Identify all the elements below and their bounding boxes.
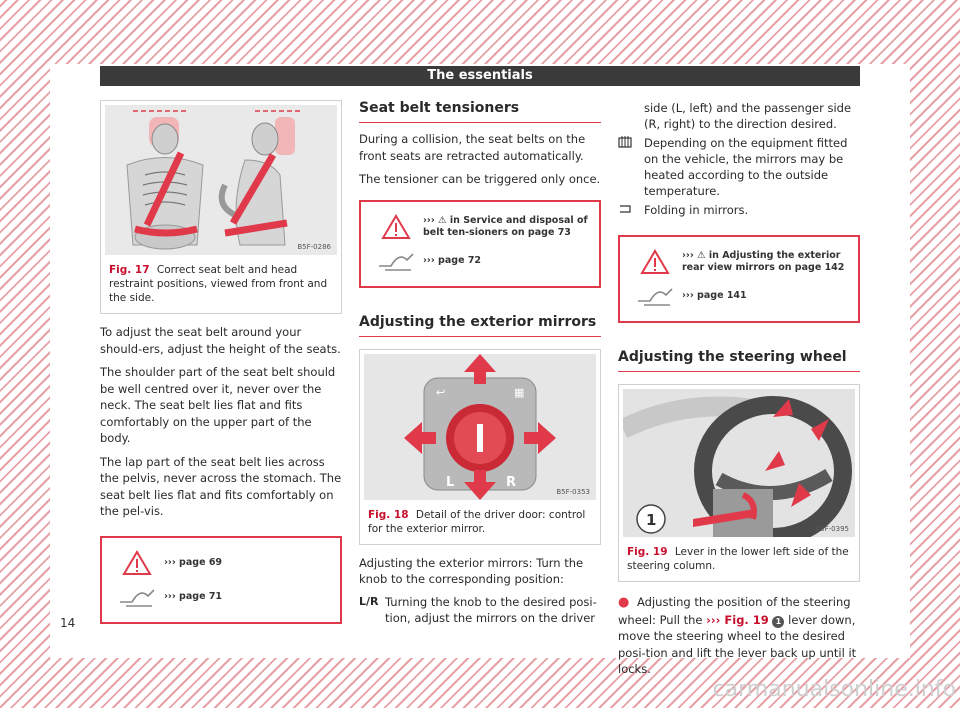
definition-list: L/R Turning the knob to the desired posi… <box>359 594 601 626</box>
steering-wheel-diagram: 1 <box>623 389 855 537</box>
definition-row: Folding in mirrors. <box>618 202 860 221</box>
figure-caption-text: Lever in the lower left side of the stee… <box>627 546 849 572</box>
figure-caption-text: Detail of the driver door: control for t… <box>368 508 586 535</box>
reference-box: ››› ⚠ in Adjusting the exterior rear vie… <box>618 235 860 323</box>
figure-number: Fig. 18 <box>368 508 409 521</box>
figure-caption: Fig. 17 Correct seat belt and head restr… <box>101 259 341 313</box>
column-middle: Seat belt tensioners During a collision,… <box>359 100 601 629</box>
column-left: B5F-0286 Fig. 17 Correct seat belt and h… <box>100 100 342 624</box>
reference-link[interactable]: ››› ⚠ in Adjusting the exterior rear vie… <box>682 250 845 273</box>
figure-number: Fig. 19 <box>627 546 668 558</box>
definition-row: L/R Turning the knob to the desired posi… <box>359 594 601 626</box>
svg-text:▦: ▦ <box>514 386 524 399</box>
definition-value: Depending on the equipment fitted on the… <box>644 136 848 198</box>
environment-icon <box>628 285 682 307</box>
figure-code: B5F-0353 <box>556 487 590 496</box>
paragraph: The lap part of the seat belt lies acros… <box>100 454 342 519</box>
bullet-icon: ● <box>618 595 630 610</box>
definition-list: side (L, left) and the passenger side (R… <box>618 100 860 221</box>
figure-19: 1 B5F-0395 Fig. 19 Lever in the lower le… <box>618 384 860 582</box>
figure-17: B5F-0286 Fig. 17 Correct seat belt and h… <box>100 100 342 314</box>
knob-label-right: R <box>506 475 516 490</box>
warning-icon <box>110 549 164 576</box>
fold-mirror-icon <box>618 202 644 221</box>
step-text: Adjusting the position of the steering w… <box>618 595 851 627</box>
watermark: carmanualsonline.info <box>712 677 956 702</box>
mirror-control-diagram: ↩ ▦ L R <box>364 353 596 500</box>
seatbelt-diagram <box>105 105 337 255</box>
section-header: The essentials <box>100 66 860 86</box>
definition-row: Depending on the equipment fitted on the… <box>618 135 860 199</box>
reference-box: ››› ⚠ in Service and disposal of belt te… <box>359 199 601 288</box>
figure-caption-text: Correct seat belt and head restraint pos… <box>109 264 328 304</box>
paragraph: During a collision, the seat belts on th… <box>359 132 586 163</box>
definition-value: Folding in mirrors. <box>644 203 749 217</box>
seatbelt-illustration: B5F-0286 <box>105 105 337 255</box>
paragraph: Adjusting the exterior mirrors: Turn the… <box>359 555 584 587</box>
column-right: side (L, left) and the passenger side (R… <box>618 100 860 678</box>
step-text: lever down, move the steering wheel to t… <box>618 612 857 677</box>
reference-link[interactable]: ››› page 71 <box>164 590 223 602</box>
section-title: Seat belt tensioners <box>359 100 601 123</box>
environment-icon <box>110 586 164 608</box>
figure-number: Fig. 17 <box>109 264 150 276</box>
paragraph: The shoulder part of the seat belt shoul… <box>100 365 336 445</box>
knob-label-left: L <box>446 475 454 490</box>
figure-18: ↩ ▦ L R B5F-0353 Fig. 18 Detail of the d… <box>359 348 601 545</box>
mirror-knob-illustration: ↩ ▦ L R B5F-0353 <box>364 353 596 500</box>
definition-value: side (L, left) and the passenger side (R… <box>644 101 852 131</box>
figure-caption: Fig. 18 Detail of the driver door: contr… <box>360 504 600 544</box>
figure-caption: Fig. 19 Lever in the lower left side of … <box>619 541 859 581</box>
steering-wheel-illustration: 1 B5F-0395 <box>623 389 855 537</box>
figure-reference-link[interactable]: ››› Fig. 19 <box>706 612 769 627</box>
heated-mirror-icon <box>618 135 644 199</box>
reference-link[interactable]: ››› ⚠ in Service and disposal of belt te… <box>423 214 588 238</box>
page-number: 14 <box>60 616 76 630</box>
definition-row: side (L, left) and the passenger side (R… <box>618 100 860 132</box>
callout-badge: 1 <box>772 615 785 628</box>
definition-value: Turning the knob to the desired posi-tio… <box>385 594 597 625</box>
reference-link[interactable]: ››› page 72 <box>423 254 482 266</box>
warning-icon <box>628 249 682 275</box>
reference-link[interactable]: ››› page 69 <box>164 556 223 568</box>
figure-code: B5F-0286 <box>297 243 331 251</box>
callout-number: 1 <box>646 511 656 529</box>
svg-text:↩: ↩ <box>436 386 445 399</box>
figure-code: B5F-0395 <box>815 525 849 533</box>
reference-box: ››› page 69 ››› page 71 <box>100 535 342 624</box>
reference-link[interactable]: ››› page 141 <box>682 290 747 301</box>
warning-icon <box>369 213 423 240</box>
environment-icon <box>369 250 423 272</box>
paragraph: The tensioner can be triggered only once… <box>359 172 601 186</box>
paragraph: To adjust the seat belt around your shou… <box>100 325 341 356</box>
instruction-step: ● Adjusting the position of the steering… <box>618 594 860 678</box>
definition-key: L/R <box>359 594 379 608</box>
section-title: Adjusting the exterior mirrors <box>359 314 601 337</box>
section-title: Adjusting the steering wheel <box>618 349 860 372</box>
